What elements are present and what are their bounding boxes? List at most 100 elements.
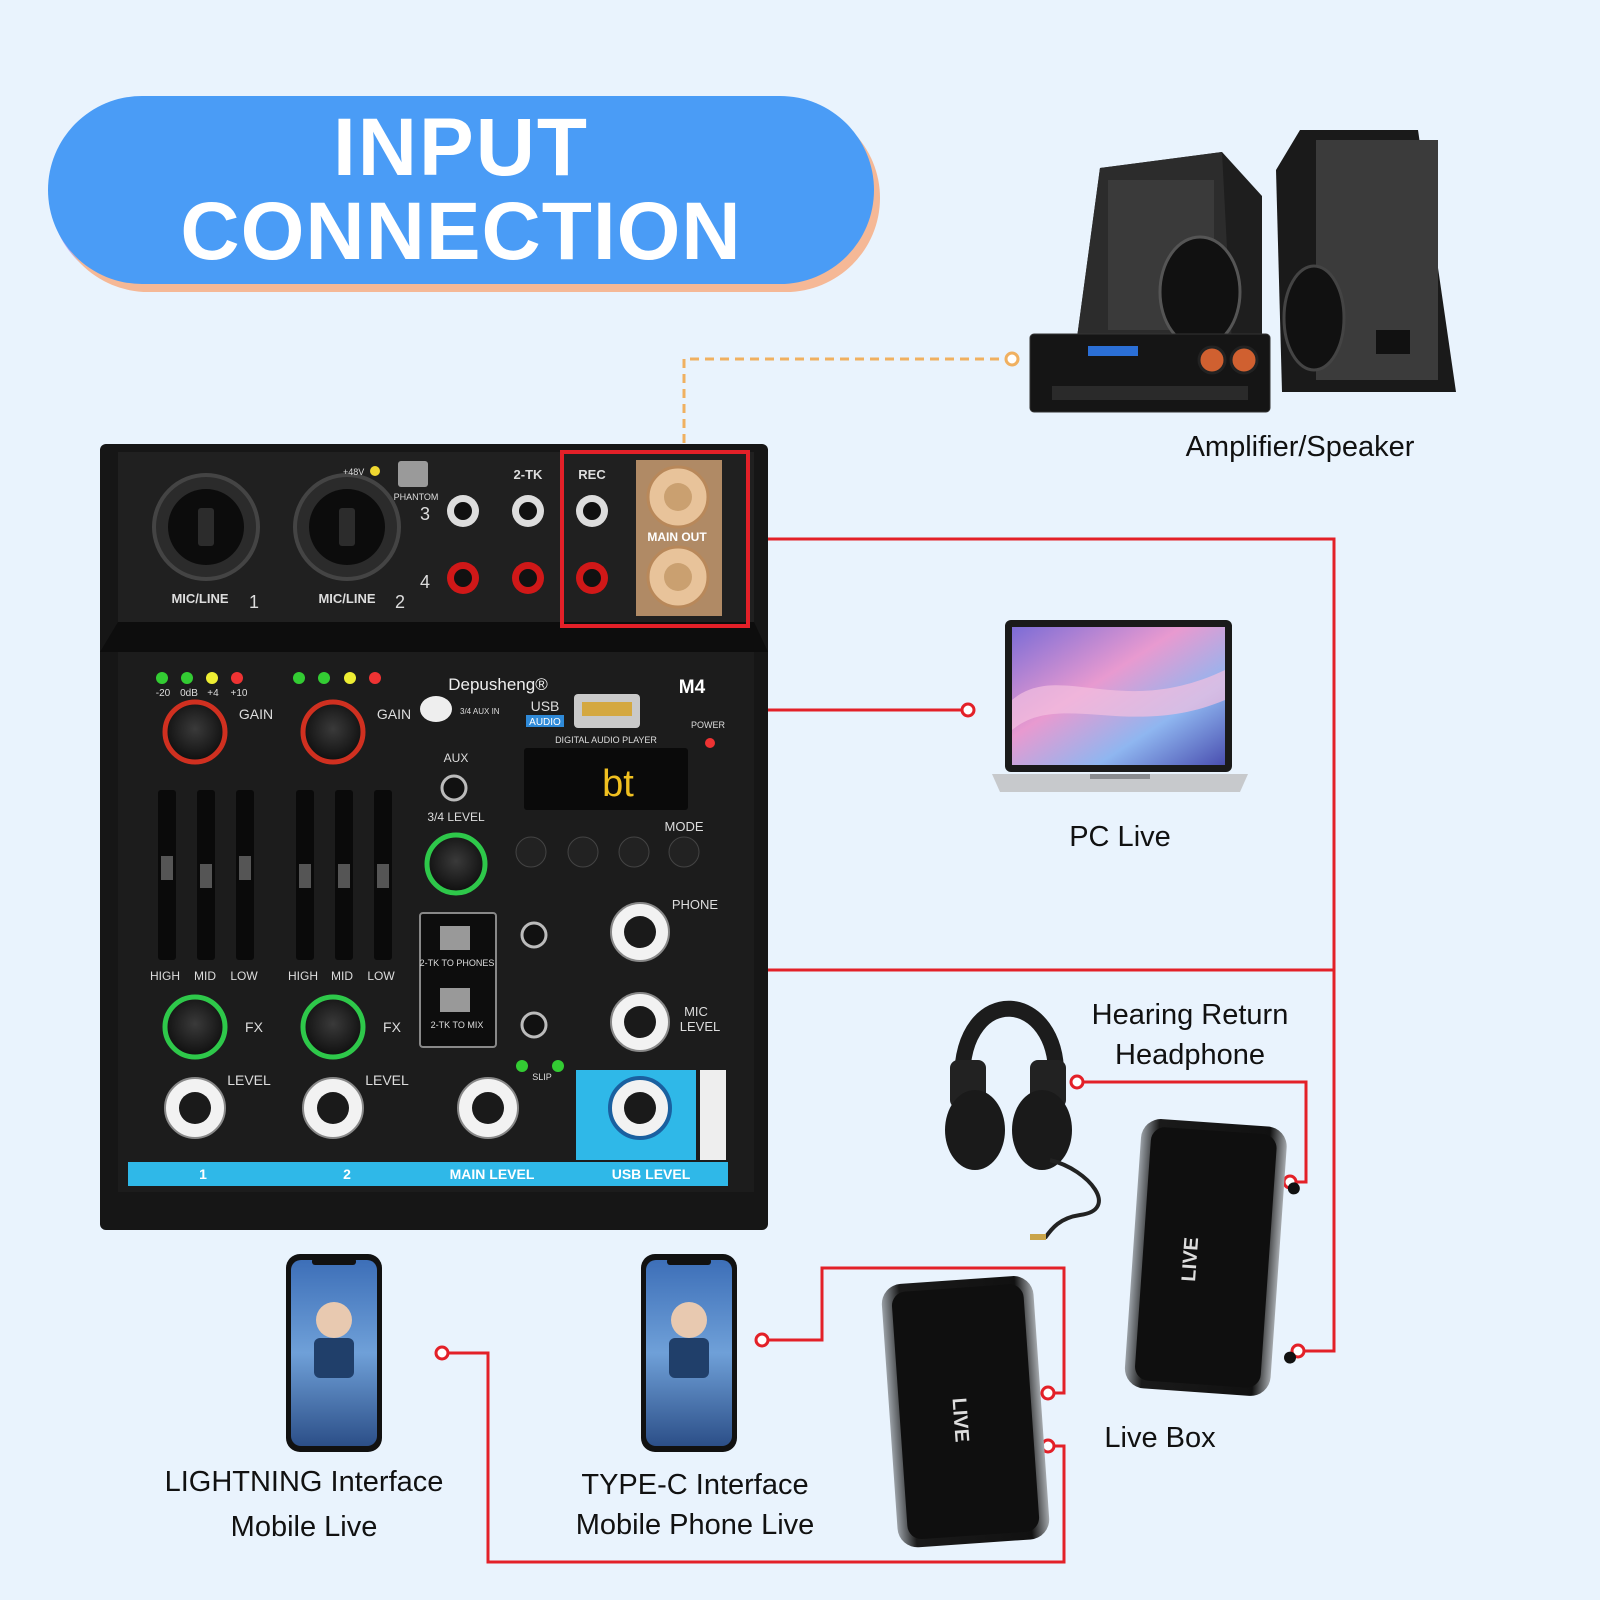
ch1-gain-knob[interactable] [162,699,228,765]
ch1-gain-label: GAIN [239,706,273,722]
phantom-button[interactable] [398,461,428,487]
ch2-gain-label: GAIN [377,706,411,722]
title-line-1: INPUT [333,102,589,193]
slip-led-l [516,1060,528,1072]
rca-jacks[interactable] [447,495,608,594]
player-display-text: bt [602,763,634,805]
player-display [524,748,688,810]
prev-button[interactable] [515,836,547,868]
meter-label-4: +10 [231,688,248,699]
ch1-mid-label: MID [194,969,216,983]
phone-label: PHONE [672,897,719,912]
aux-label: AUX [444,751,469,765]
level-34-knob[interactable] [424,832,488,896]
ch2-mid-label: MID [331,969,353,983]
next-button[interactable] [567,836,599,868]
ch1-high-label: HIGH [150,969,180,983]
input-4-label: 4 [420,572,430,592]
usb-audio-top-label: USB [531,698,560,714]
aux-jack[interactable] [440,774,468,802]
play-pause-button[interactable] [618,836,650,868]
ch1-low-label: LOW [230,969,258,983]
phantom-led [370,466,380,476]
amplifier-speaker-label: Amplifier/Speaker [1185,431,1415,463]
digital-audio-player-label: DIGITAL AUDIO PLAYER [555,735,657,745]
ch2-high-label: HIGH [288,969,318,983]
two-tk-switch-panel [419,912,497,1048]
input-3-label: 3 [420,504,430,524]
channel-1 [156,672,254,1139]
model-label: M4 [679,677,706,698]
xlr-input-1[interactable] [152,473,260,581]
ch2-fx-knob[interactable] [300,994,366,1060]
cable-typec [762,1266,1066,1395]
two-tk-phones-button[interactable] [440,926,470,950]
ch1-num: 1 [249,592,259,612]
two-tk-mix-label: 2-TK TO MIX [431,1020,484,1030]
mic-jack[interactable] [520,1011,548,1039]
typec-phone-image [641,1254,737,1452]
mixer-image: MIC/LINE 1 MIC/LINE 2 +48V PHANTOM 3 4 2… [100,444,768,1230]
strip-ch1-label: 1 [199,1166,207,1182]
aux-in-button[interactable] [420,696,452,722]
ch2-level-label: LEVEL [365,1072,409,1088]
live-box-label: Live Box [1104,1422,1216,1454]
meter-label-2: 0dB [180,688,198,699]
lightning-label-line-1: LIGHTNING Interface [164,1466,444,1498]
ch1-level-label: LEVEL [227,1072,271,1088]
strip-main-label: MAIN LEVEL [450,1166,535,1182]
rec-label: REC [578,467,606,482]
two-tk-phones-label: 2-TK TO PHONES [420,958,495,968]
amplifier-speaker-image [1029,130,1456,413]
slip-label: SLIP [532,1072,552,1082]
mic-level-label-1: MIC [684,1004,708,1019]
ch1-input-label: MIC/LINE [171,591,228,606]
output-highlight-frame [560,450,750,628]
slip-led-r [552,1060,564,1072]
channel-2 [293,672,392,1139]
meter-label-1: -20 [156,688,171,699]
laptop-image [992,620,1248,792]
strip-ch2-label: 2 [343,1166,351,1182]
xlr-input-2[interactable] [293,473,401,581]
mic-level-label-2: LEVEL [680,1019,720,1034]
usb-audio-bottom-label: AUDIO [529,717,561,728]
cable-lightning [442,1351,1066,1564]
bottom-label-strip [128,1162,728,1186]
cable-mainout [736,537,1336,1353]
typec-label-line-1: TYPE-C Interface [581,1469,809,1501]
power-led [705,738,715,748]
two-tk-mix-button[interactable] [440,988,470,1012]
lightning-label-line-2: Mobile Live [230,1511,378,1543]
phantom-label: PHANTOM [394,492,439,502]
amp-cable-end [1004,351,1020,367]
ch1-fx-knob[interactable] [162,994,228,1060]
headphone-label-line-1: Hearing Return [1091,999,1289,1031]
phantom-48v-label: +48V [343,467,364,477]
cable-amplifier [682,357,1012,458]
live-box-left-image: LIVE [881,1276,1050,1548]
phone-jack[interactable] [520,921,548,949]
ch1-fx-label: FX [245,1019,264,1035]
title-banner: INPUT CONNECTION [48,96,874,284]
cable-headphone [1077,1080,1308,1184]
brand-label: Depusheng® [448,675,548,694]
ch2-input-label: MIC/LINE [318,591,375,606]
main-out-jacks[interactable] [646,465,710,609]
lightning-phone-image [286,1254,382,1452]
typec-label-line-2: Mobile Phone Live [575,1509,815,1541]
mode-button[interactable] [668,836,700,868]
power-label: POWER [691,720,726,730]
level-34-label: 3/4 LEVEL [427,810,485,824]
headphone-label-line-2: Headphone [1115,1039,1265,1071]
main-out-label: MAIN OUT [647,530,707,544]
pc-live-label: PC Live [1069,821,1171,853]
usb-level-stripes [700,1070,726,1160]
strip-usb-label: USB LEVEL [612,1166,691,1182]
ch2-gain-knob[interactable] [300,699,366,765]
svg-text:LIVE: LIVE [948,1397,973,1443]
ch2-low-label: LOW [367,969,395,983]
ch2-fx-label: FX [383,1019,402,1035]
